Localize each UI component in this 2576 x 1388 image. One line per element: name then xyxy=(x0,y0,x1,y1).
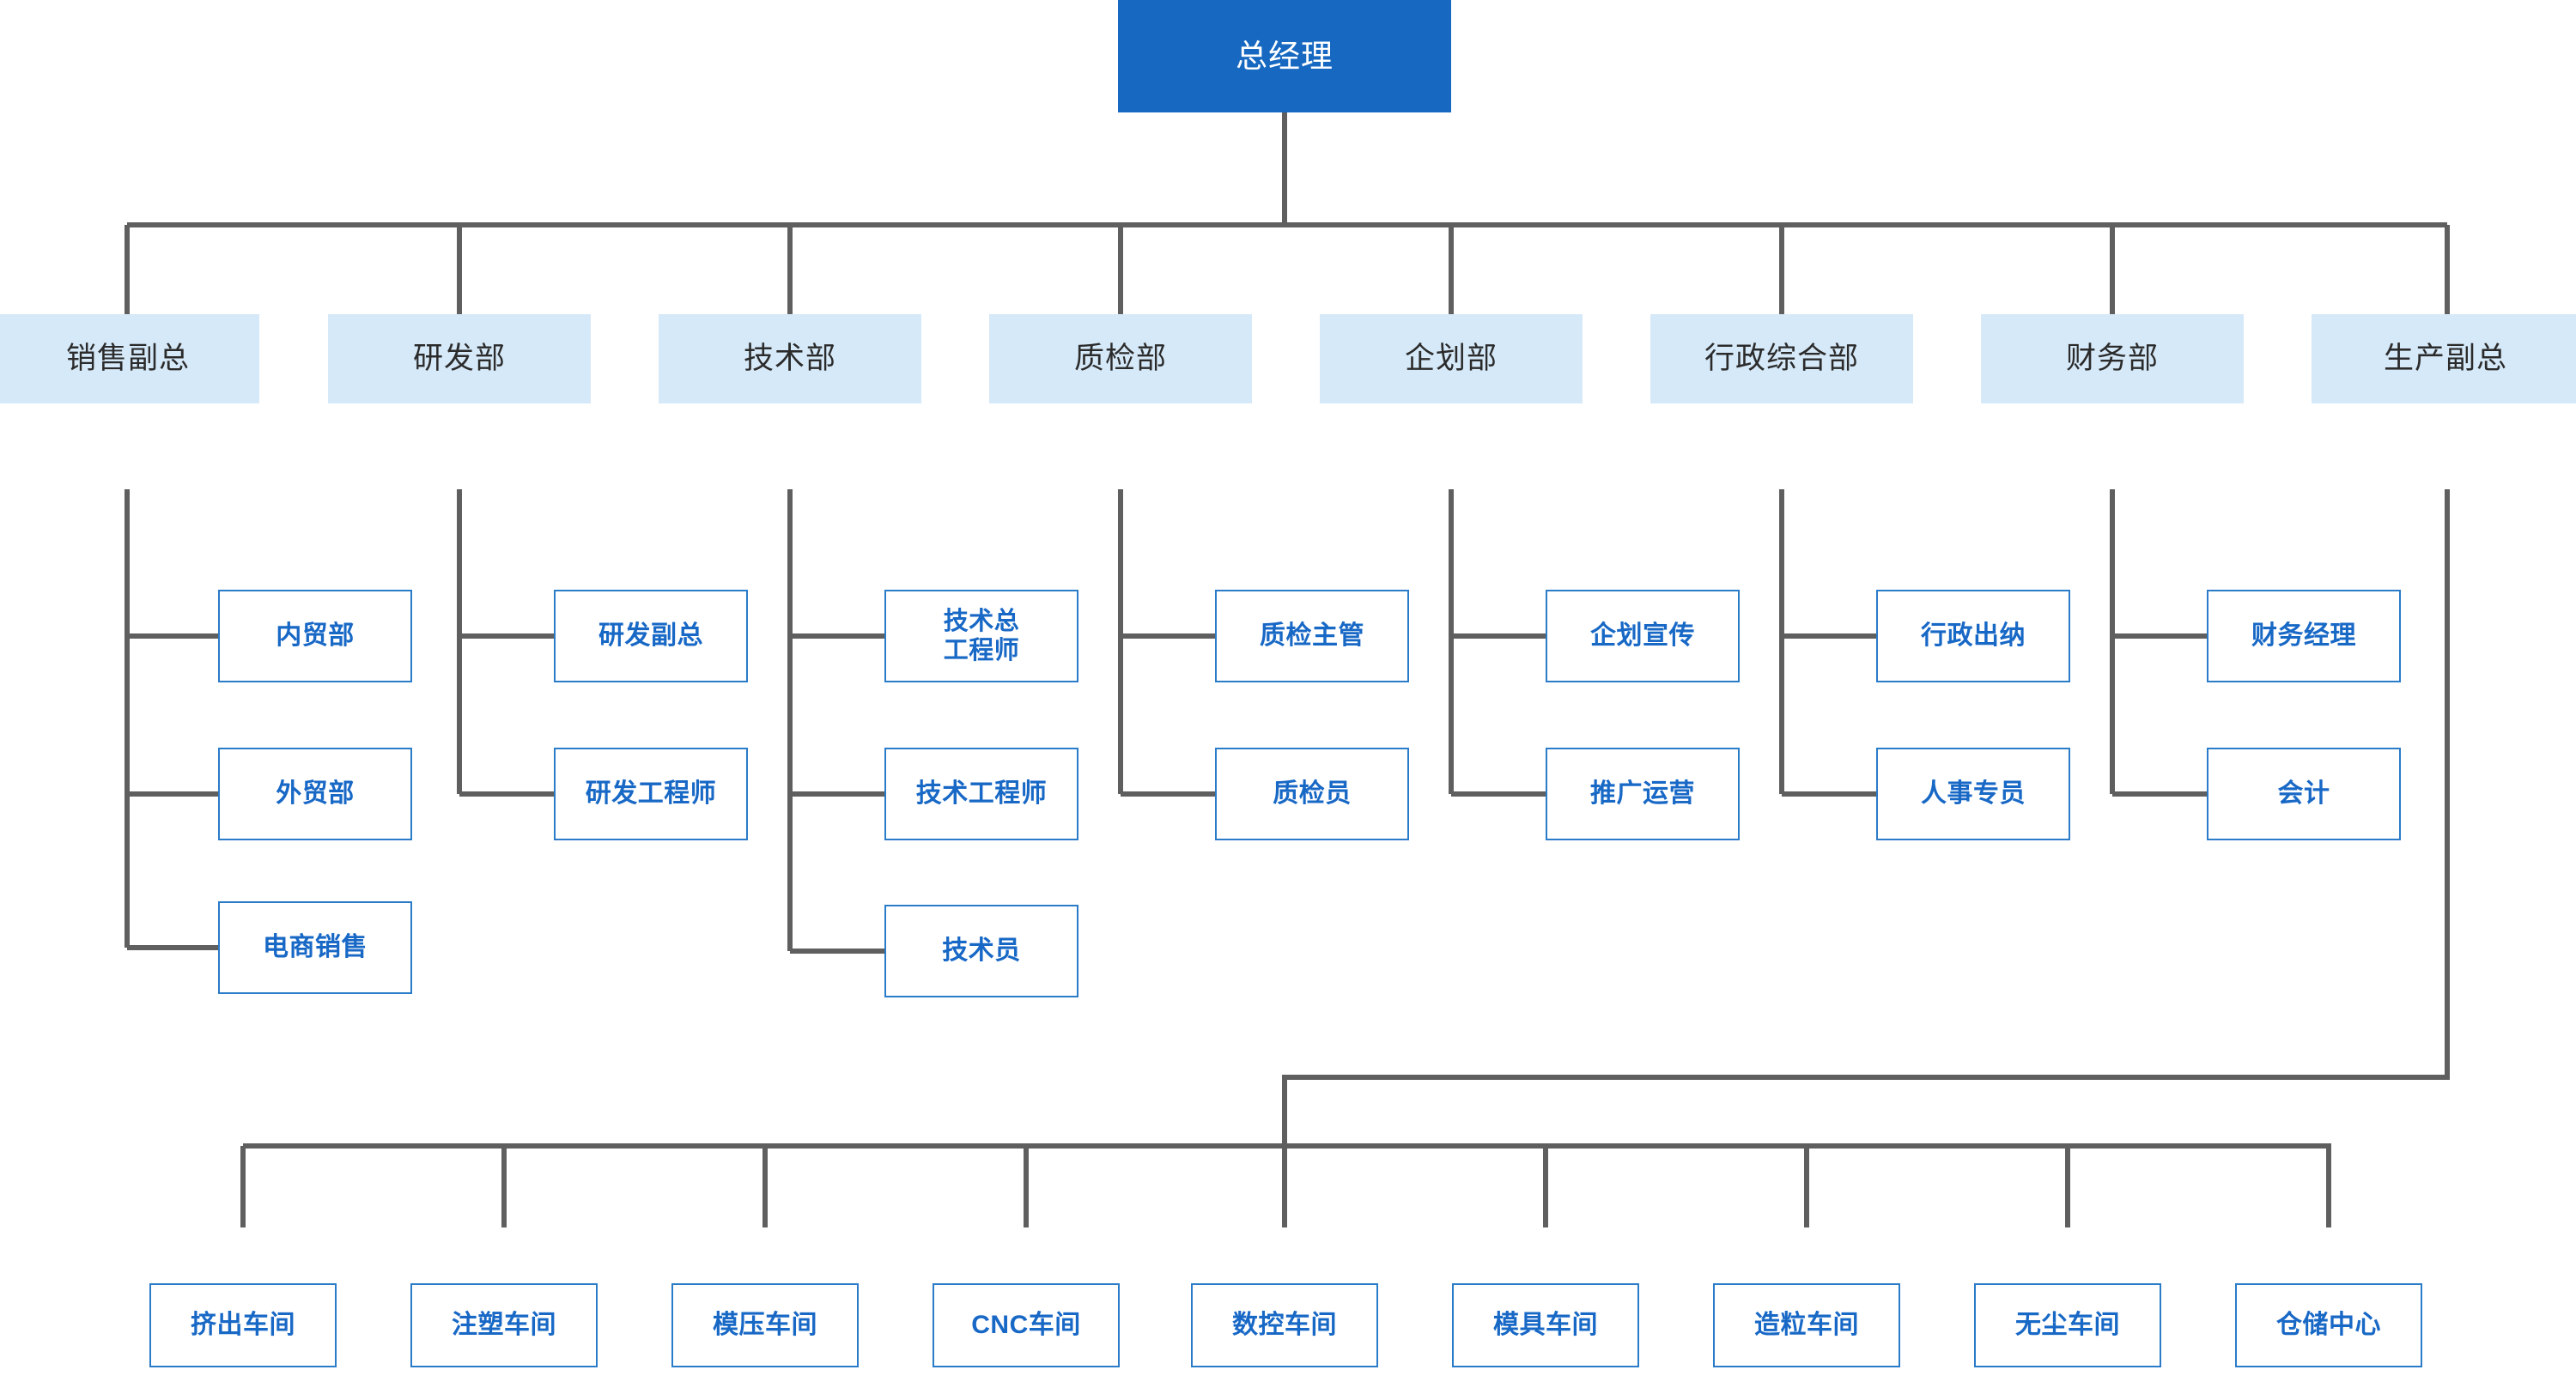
node-workshop-injection[interactable]: 注塑车间 xyxy=(410,1283,598,1367)
node-foreign-trade[interactable]: 外贸部 xyxy=(218,748,412,840)
node-ecommerce-sales[interactable]: 电商销售 xyxy=(218,901,412,994)
node-planning-dept[interactable]: 企划部 xyxy=(1320,314,1583,403)
node-workshop-granulation[interactable]: 造粒车间 xyxy=(1713,1283,1900,1367)
node-accountant[interactable]: 会计 xyxy=(2207,748,2401,840)
node-chief-tech-engineer[interactable]: 技术总 工程师 xyxy=(884,590,1078,682)
node-workshop-extrusion[interactable]: 挤出车间 xyxy=(149,1283,337,1367)
node-marketing-operations[interactable]: 推广运营 xyxy=(1546,748,1740,840)
node-qc-supervisor[interactable]: 质检主管 xyxy=(1215,590,1409,682)
node-finance-dept[interactable]: 财务部 xyxy=(1981,314,2244,403)
node-rd-vp[interactable]: 研发副总 xyxy=(554,590,748,682)
node-admin-dept[interactable]: 行政综合部 xyxy=(1650,314,1913,403)
node-rd-dept[interactable]: 研发部 xyxy=(328,314,591,403)
node-qc-inspector[interactable]: 质检员 xyxy=(1215,748,1409,840)
node-domestic-trade[interactable]: 内贸部 xyxy=(218,590,412,682)
node-general-manager[interactable]: 总经理 xyxy=(1118,0,1451,112)
node-tech-dept[interactable]: 技术部 xyxy=(659,314,921,403)
node-workshop-cleanroom[interactable]: 无尘车间 xyxy=(1974,1283,2161,1367)
node-technician[interactable]: 技术员 xyxy=(884,905,1078,997)
node-rd-engineer[interactable]: 研发工程师 xyxy=(554,748,748,840)
node-workshop-numerical-control[interactable]: 数控车间 xyxy=(1191,1283,1378,1367)
node-tech-engineer[interactable]: 技术工程师 xyxy=(884,748,1078,840)
node-finance-manager[interactable]: 财务经理 xyxy=(2207,590,2401,682)
node-admin-cashier[interactable]: 行政出纳 xyxy=(1876,590,2070,682)
node-workshop-compression[interactable]: 模压车间 xyxy=(671,1283,859,1367)
node-workshop-warehouse[interactable]: 仓储中心 xyxy=(2235,1283,2422,1367)
node-workshop-mold[interactable]: 模具车间 xyxy=(1452,1283,1639,1367)
node-sales-vp[interactable]: 销售副总 xyxy=(0,314,259,403)
node-hr-specialist[interactable]: 人事专员 xyxy=(1876,748,2070,840)
node-qc-dept[interactable]: 质检部 xyxy=(989,314,1252,403)
node-planning-promotion[interactable]: 企划宣传 xyxy=(1546,590,1740,682)
node-production-vp[interactable]: 生产副总 xyxy=(2312,314,2576,403)
node-workshop-cnc[interactable]: CNC车间 xyxy=(933,1283,1120,1367)
